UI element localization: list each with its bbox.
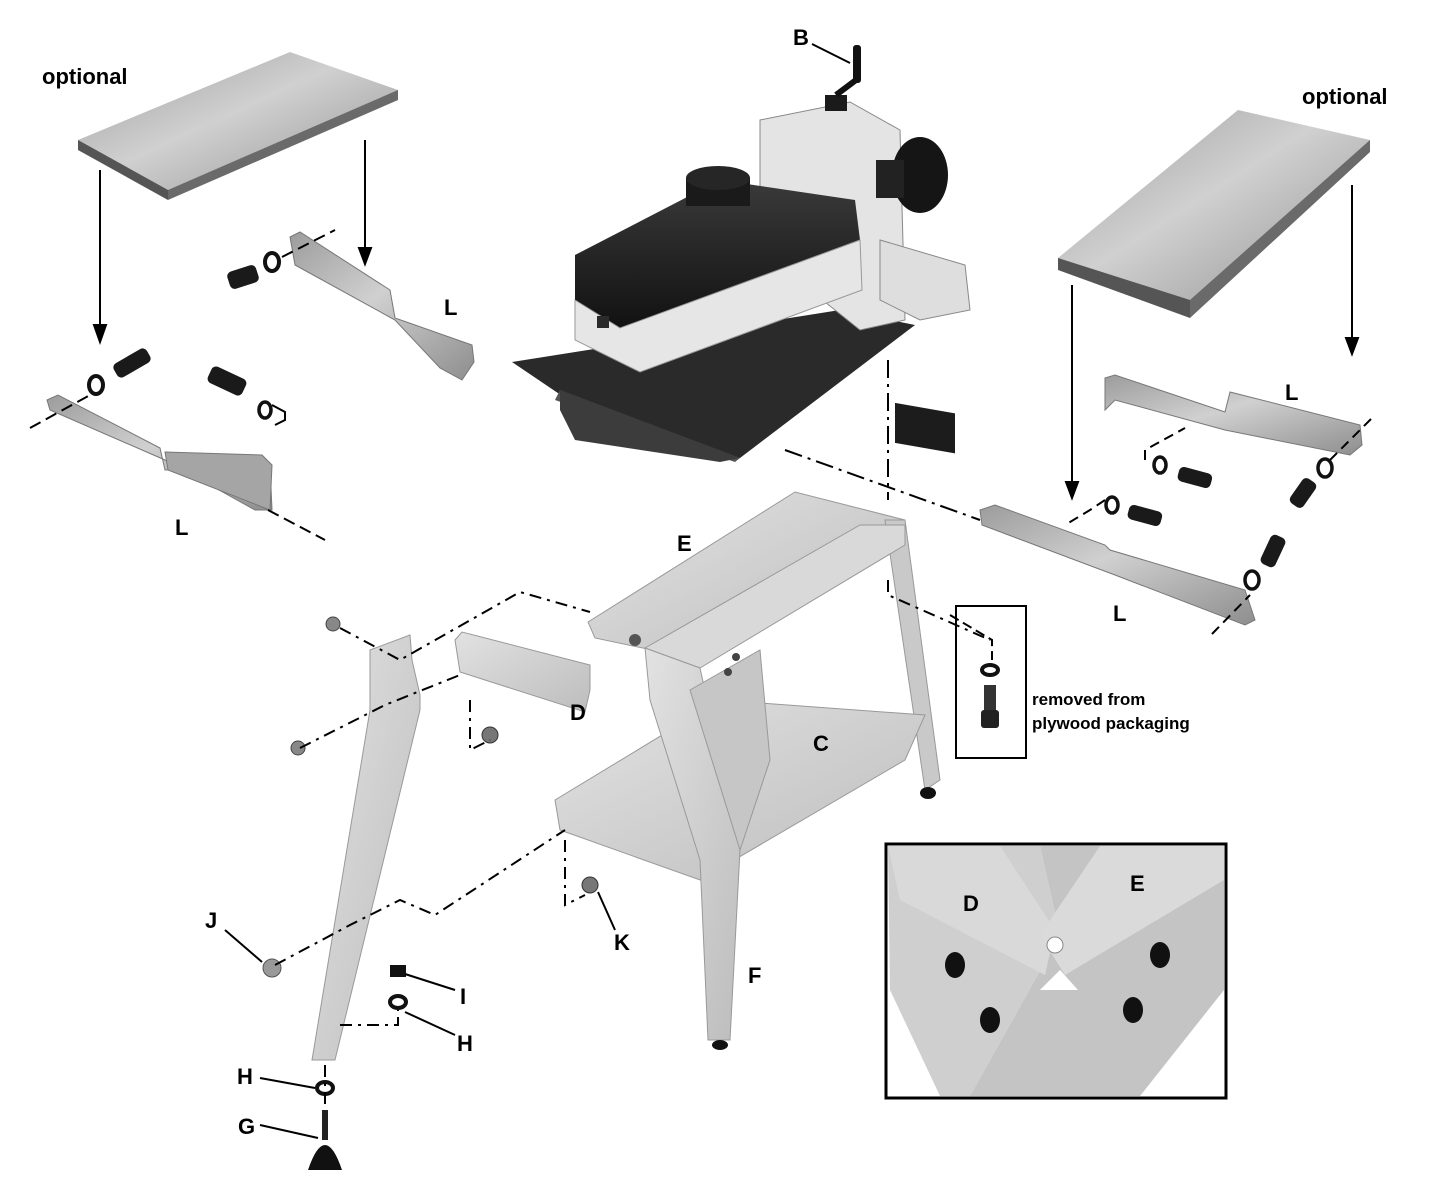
fastener-set: [262, 616, 599, 1170]
packaging-note-box: [949, 605, 1027, 759]
part-label-l: L: [1113, 601, 1127, 626]
part-label-l: L: [1285, 380, 1299, 405]
part-label-e: E: [677, 531, 692, 556]
arrow-down: [1064, 185, 1360, 501]
part-label-k: K: [614, 930, 630, 955]
support-bracket-right-upper: [1104, 374, 1363, 456]
support-bracket-right-lower: [979, 504, 1256, 626]
optional-label-right: optional: [1302, 84, 1388, 109]
alignment-lines: [784, 360, 981, 521]
leader-lines: [224, 43, 851, 1139]
part-label-l: L: [175, 515, 189, 540]
packaging-note-line2: plywood packaging: [1032, 714, 1190, 733]
support-bracket-left-lower: [46, 394, 273, 511]
bolt-washer-set: [29, 348, 326, 541]
part-label-g: G: [238, 1114, 256, 1139]
optional-table-right: [1058, 110, 1370, 318]
part-label-l: L: [444, 295, 458, 320]
corner-detail-inset: [884, 842, 1228, 1100]
part-label-h: H: [457, 1031, 473, 1056]
part-label-c: C: [813, 731, 829, 756]
inset-label-d: D: [963, 891, 979, 916]
stand-assembly: [554, 491, 941, 1050]
support-bracket-left-upper: [289, 231, 475, 381]
part-label-b: B: [793, 25, 809, 50]
optional-label-left: optional: [42, 64, 128, 89]
packaging-note-line1: removed from: [1032, 690, 1146, 709]
part-label-j: J: [205, 908, 218, 933]
packaging-note: removed from plywood packaging: [1032, 688, 1190, 736]
bolt-washer-set: [1064, 417, 1373, 635]
drum-sander-machine: [512, 45, 971, 462]
arrow-down: [92, 140, 373, 346]
brace-d: [454, 631, 591, 713]
part-label-i: I: [460, 984, 467, 1009]
inset-label-e: E: [1130, 871, 1145, 896]
stand-leg-left: [311, 634, 421, 1061]
part-label-f: F: [748, 963, 762, 988]
part-label-d: D: [570, 700, 586, 725]
part-label-h: H: [237, 1064, 253, 1089]
bolt-washer-set: [227, 229, 336, 289]
optional-table-left: [78, 52, 398, 200]
